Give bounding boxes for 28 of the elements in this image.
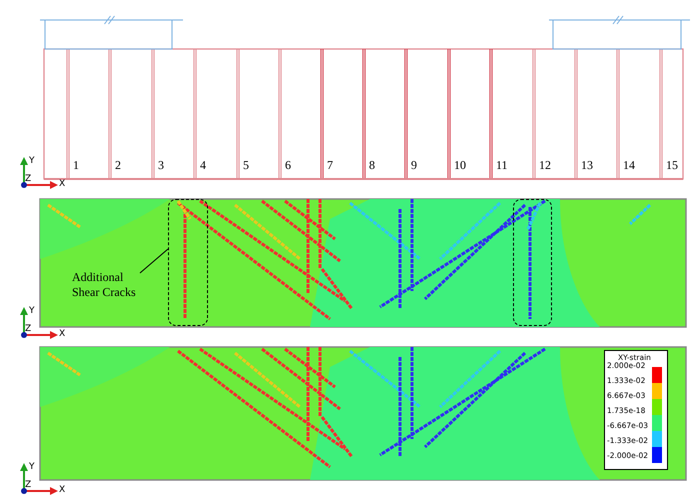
axis-label: X — [59, 179, 66, 189]
segment-number: 2 — [115, 159, 121, 172]
segment-number: 6 — [285, 159, 291, 172]
segment-number: 3 — [158, 159, 164, 172]
axis-label: X — [59, 485, 66, 495]
dashed-outline — [168, 199, 208, 326]
segment-number: 11 — [496, 159, 508, 172]
axis-label: Z — [25, 480, 32, 490]
segment-number: 1 — [73, 159, 79, 172]
segment-number: 12 — [539, 159, 551, 172]
annotation-text: Additional Shear Cracks — [72, 270, 144, 300]
segment-number: 5 — [243, 159, 249, 172]
axis-label: Z — [25, 324, 32, 334]
segment-number: 4 — [200, 159, 206, 172]
axis-label: Y — [29, 156, 34, 166]
axis-label: Y — [29, 462, 34, 472]
axis-label: Y — [29, 306, 34, 316]
axis-label: Z — [25, 174, 32, 184]
segment-number: 10 — [454, 159, 466, 172]
segment-number: 7 — [327, 159, 333, 172]
segment-number: 8 — [369, 159, 375, 172]
segment-number: 13 — [581, 159, 593, 172]
segment-number: 15 — [666, 159, 678, 172]
axis-label: X — [59, 329, 66, 339]
segment-number: 14 — [623, 159, 635, 172]
leader-line — [140, 248, 168, 274]
segment-number: 9 — [411, 159, 417, 172]
dashed-outline — [513, 199, 552, 326]
